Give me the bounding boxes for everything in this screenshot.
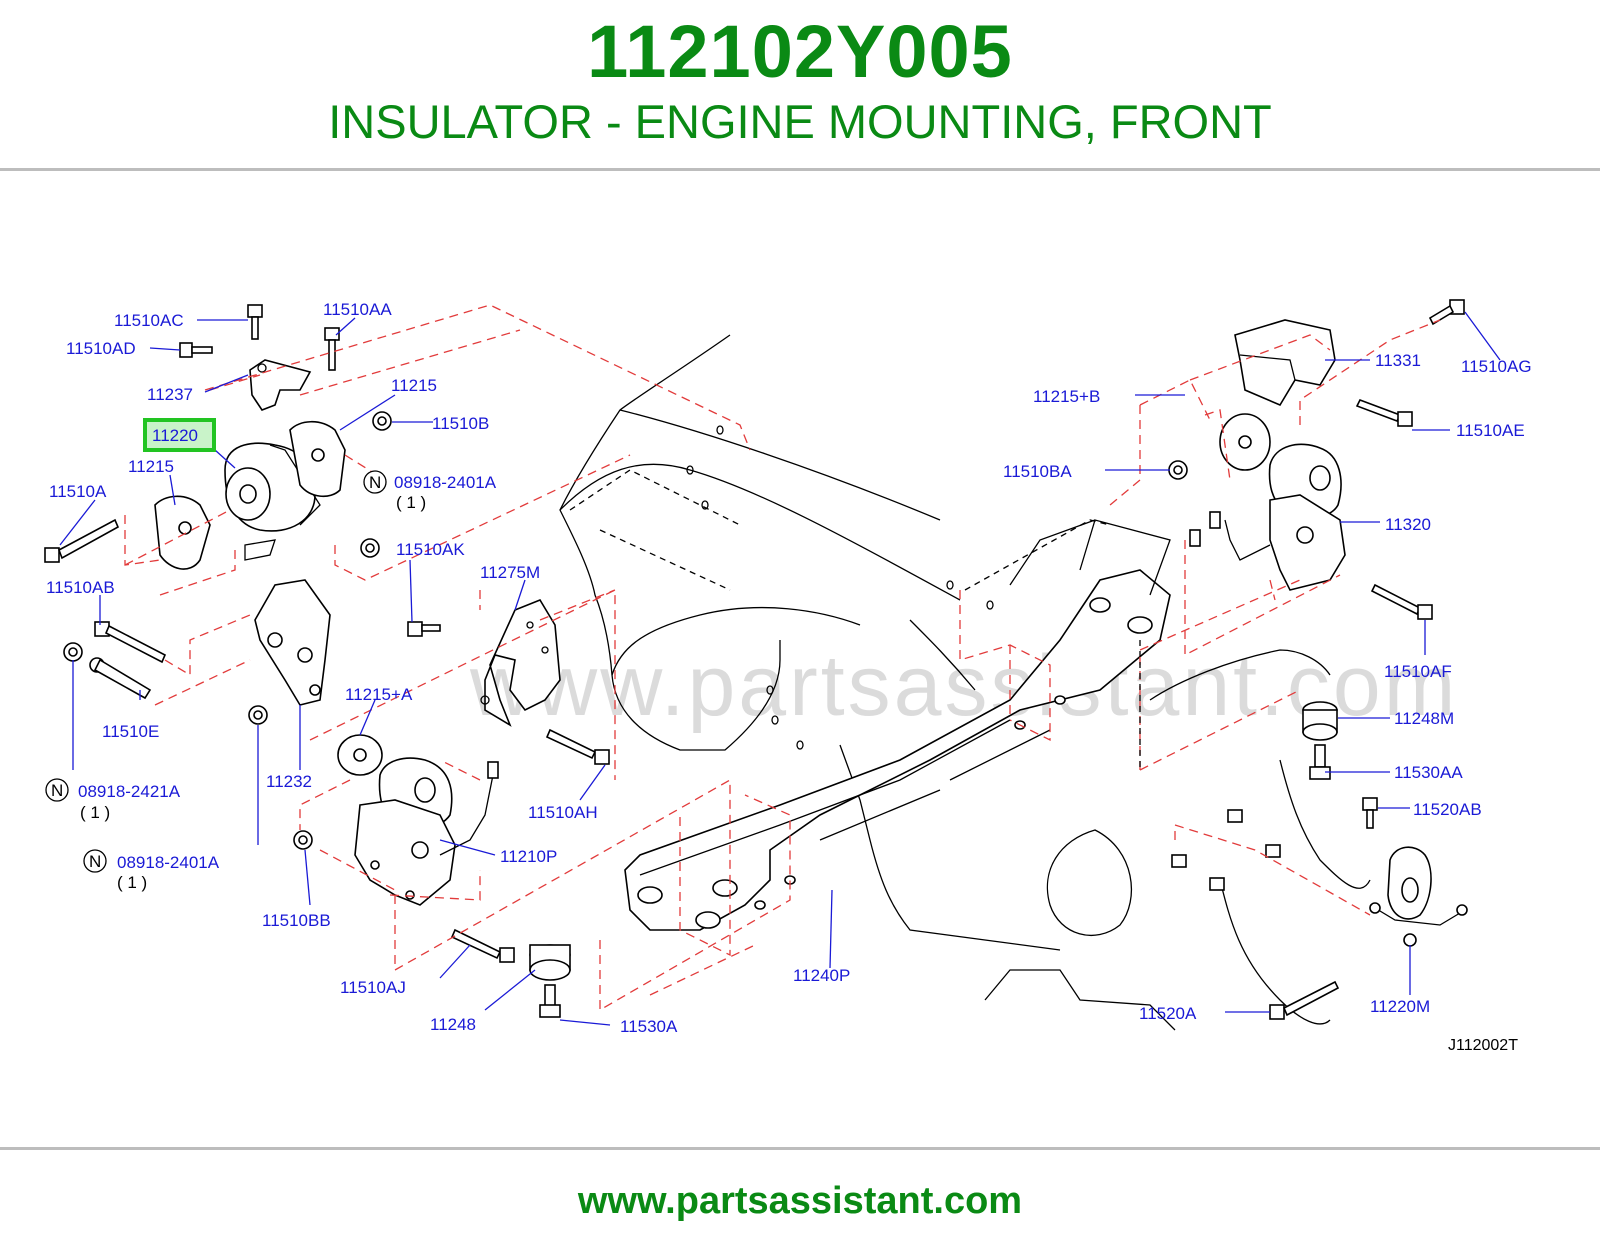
label-11510ah[interactable]: 11510AH: [528, 803, 598, 822]
washer-08918-2421a: [63, 642, 83, 662]
insulator-11215a: [337, 734, 383, 776]
label-11510e[interactable]: 11510E: [102, 722, 159, 741]
bracket-11232: [254, 579, 331, 706]
mount-11320: [1189, 443, 1346, 591]
label-08918-2401a-top[interactable]: 08918-2401A: [394, 473, 497, 492]
label-11215a[interactable]: 11215+A: [345, 685, 413, 704]
label-11510aa[interactable]: 11510AA: [323, 300, 392, 319]
footer-url-link[interactable]: www.partsassistant.com: [577, 1180, 1023, 1222]
label-11210p[interactable]: 11210P: [500, 847, 557, 866]
nut-11510ak-upper: [360, 538, 380, 558]
bolt-11510ad: [179, 342, 213, 358]
label-11331[interactable]: 11331: [1375, 351, 1421, 370]
drawing-code: J112002T: [1448, 1037, 1518, 1054]
assembly-dashed-lines: [124, 304, 1441, 1012]
n-circle-icon: N: [45, 778, 69, 802]
label-11248[interactable]: 11248: [430, 1015, 476, 1034]
mount-11220m: [1369, 846, 1468, 947]
page-header: 112102Y005 INSULATOR - ENGINE MOUNTING, …: [0, 0, 1600, 168]
highlight-11220-box[interactable]: [143, 418, 216, 452]
insulator-11215b: [1219, 413, 1271, 471]
nut-08918-2401a: [248, 705, 268, 725]
watermark: www.partsassistant.com: [469, 638, 1458, 734]
label-11320[interactable]: 11320: [1385, 515, 1431, 534]
nut-11510ba: [1168, 460, 1188, 480]
locator-pins: [1171, 809, 1281, 891]
label-11520a[interactable]: 11520A: [1139, 1004, 1197, 1023]
nut-11510bb: [293, 830, 313, 850]
insulator-11215-left: [154, 495, 211, 570]
bolt-11520a: [1269, 980, 1340, 1020]
bolt-11510ak: [407, 621, 441, 637]
bolt-11510ag: [1428, 299, 1465, 326]
insulator-11215-top: [289, 420, 346, 498]
svg-text:N: N: [51, 781, 63, 800]
label-11220[interactable]: 11220: [152, 426, 198, 445]
bushing-11248: [529, 944, 571, 981]
nut-11510b: [372, 411, 392, 431]
bolt-11520ab: [1362, 797, 1378, 829]
bracket-11275m: [480, 599, 561, 727]
bolt-11510a: [44, 518, 120, 563]
n-circle-icon: N: [363, 470, 387, 494]
bolt-11530aa: [1309, 744, 1331, 780]
svg-text:N: N: [89, 852, 101, 871]
label-11510ac[interactable]: 11510AC: [114, 311, 184, 330]
label-11248m[interactable]: 11248M: [1394, 709, 1454, 728]
bolt-11510ac: [247, 304, 263, 340]
label-11510ba[interactable]: 11510BA: [1003, 462, 1072, 481]
svg-text:N: N: [369, 473, 381, 492]
label-11240p[interactable]: 11240P: [793, 966, 850, 985]
label-08918-2401a-bot[interactable]: 08918-2401A: [117, 853, 220, 872]
label-11215b[interactable]: 11215+B: [1033, 387, 1100, 406]
label-qty-top: ( 1 ): [396, 493, 426, 512]
label-08918-2421a[interactable]: 08918-2421A: [78, 782, 181, 801]
label-qty-bot: ( 1 ): [117, 873, 147, 892]
part-description: INSULATOR - ENGINE MOUNTING, FRONT: [328, 95, 1272, 148]
bracket-11331: [1234, 319, 1336, 407]
n-circle-icon: N: [83, 849, 107, 873]
parts-diagram: www.partsassistant.com: [44, 299, 1532, 1054]
label-11510ak[interactable]: 11510AK: [396, 540, 465, 559]
label-11510af[interactable]: 11510AF: [1384, 662, 1452, 681]
label-11215-left[interactable]: 11215: [128, 457, 174, 476]
bolt-11510af: [1370, 583, 1433, 620]
label-11510b[interactable]: 11510B: [432, 414, 489, 433]
label-11510ab[interactable]: 11510AB: [46, 578, 115, 597]
label-11520ab[interactable]: 11520AB: [1413, 800, 1482, 819]
label-11232[interactable]: 11232: [266, 772, 312, 791]
engine-dashed-lines: [569, 469, 1141, 770]
mount-11220: [224, 442, 321, 561]
bolt-11510aa: [324, 327, 340, 371]
label-11510ae[interactable]: 11510AE: [1456, 421, 1525, 440]
label-11510ad[interactable]: 11510AD: [66, 339, 136, 358]
bolt-11530a: [539, 984, 561, 1018]
mount-11210p: [354, 757, 499, 906]
bolt-11510ae: [1355, 398, 1413, 427]
part-number-title: 112102Y005: [587, 10, 1013, 93]
label-qty-mid: ( 1 ): [80, 803, 110, 822]
header-divider: [0, 168, 1600, 171]
label-11275m[interactable]: 11275M: [480, 563, 540, 582]
label-11530a[interactable]: 11530A: [620, 1017, 678, 1036]
engine-outline: [559, 334, 1371, 1031]
bolt-11510ab: [94, 621, 167, 664]
label-11237[interactable]: 11237: [147, 385, 193, 404]
label-11510aj[interactable]: 11510AJ: [340, 978, 406, 997]
footer-divider: [0, 1147, 1600, 1150]
bolt-11510ah: [545, 728, 610, 765]
bolt-11510aj: [450, 928, 515, 963]
front-suspension-member: [624, 519, 1171, 931]
label-11510ag[interactable]: 11510AG: [1461, 357, 1532, 376]
bolt-11510e: [89, 657, 152, 700]
leader-lines: [59, 311, 1501, 1026]
label-11510a[interactable]: 11510A: [49, 482, 107, 501]
label-11220m[interactable]: 11220M: [1370, 997, 1430, 1016]
bushing-11248m: [1302, 701, 1338, 741]
label-11510bb[interactable]: 11510BB: [262, 911, 331, 930]
label-11530aa[interactable]: 11530AA: [1394, 763, 1463, 782]
label-11215-top[interactable]: 11215: [391, 376, 437, 395]
